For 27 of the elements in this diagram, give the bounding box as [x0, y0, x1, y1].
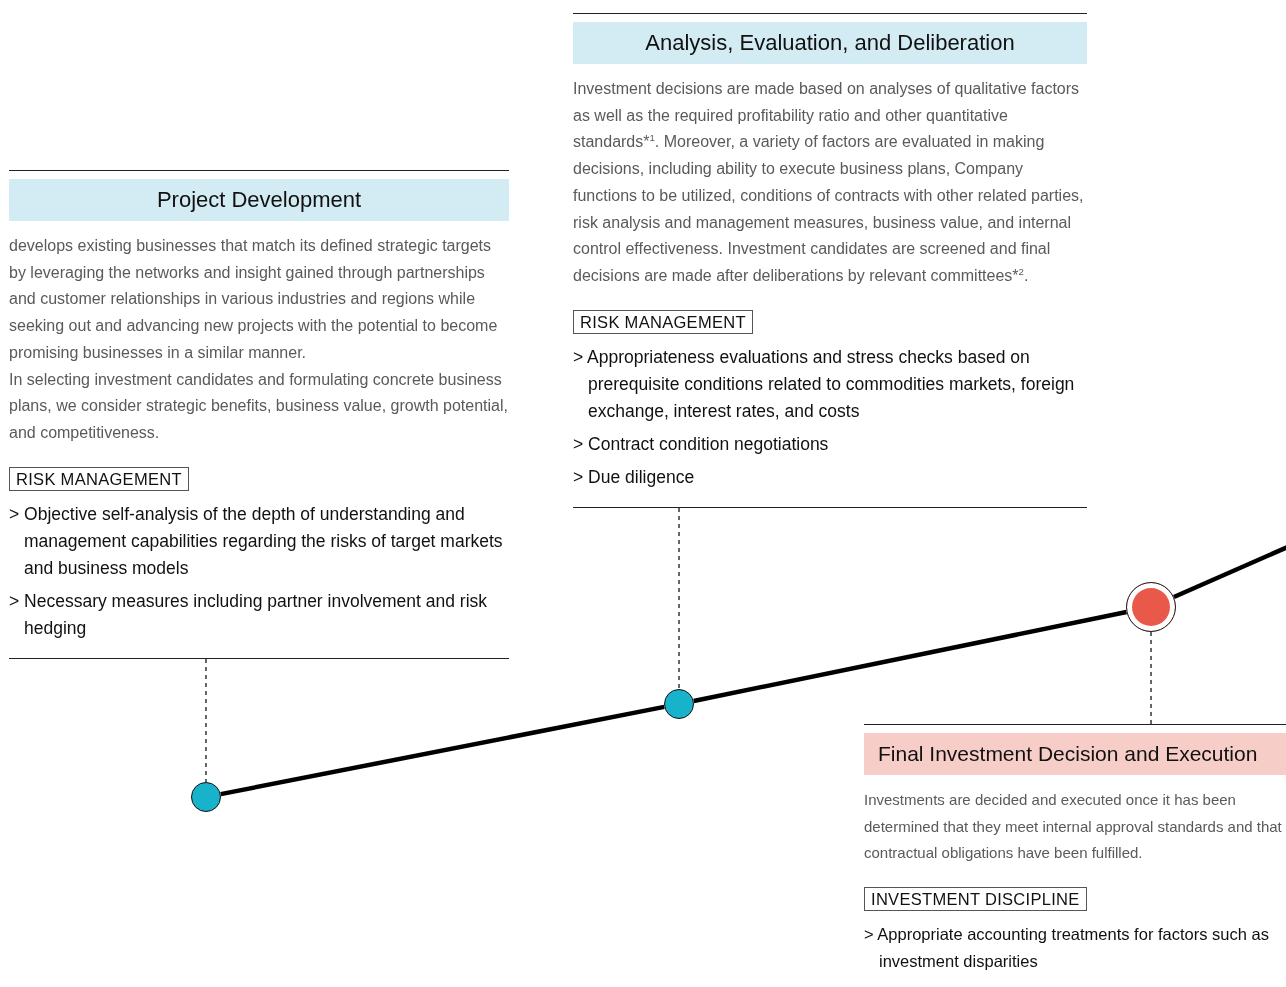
category-tag: RISK MANAGEMENT: [573, 309, 753, 334]
section-heading: Analysis, Evaluation, and Deliberation: [573, 22, 1087, 64]
section-heading: Final Investment Decision and Execution: [864, 733, 1286, 775]
milestone-marker: [1126, 582, 1176, 632]
description-text: In selecting investment candidates and formulating concrete business plans, we consider strategic benefits, business value, growth potential, and competitiveness.: [9, 369, 509, 443]
bullet-item: > Objective self-analysis of the depth of understanding and management capabilities regarding the risks of target markets and business models: [9, 502, 504, 580]
bullet-item: > Appropriateness evaluations and stress checks based on prerequisite conditions related to commodities markets, foreign exchange, interest rates, and costs: [573, 345, 1076, 423]
stage-marker: [664, 689, 694, 719]
section-panel: [9, 170, 509, 659]
timeline-line: [693, 609, 1127, 704]
description-text: develops existing businesses that match its defined strategic targets by leveraging the networks and insight gained through partnerships and customer relationships in various industries and regions while seeking out and advancing new projects with the potential to become promising businesses in a similar manner.: [9, 236, 499, 363]
section-panel: [573, 13, 1087, 508]
leader-line: [678, 507, 680, 690]
timeline-line: [1173, 543, 1286, 599]
bullet-item: > Appropriate accounting treatments for factors such as investment disparities: [864, 924, 1270, 973]
section-heading: Project Development: [9, 179, 509, 221]
timeline-line: [220, 704, 665, 797]
stage-marker: [191, 782, 221, 812]
bullet-item: > Contract condition negotiations: [573, 432, 830, 456]
bullet-item: > Necessary measures including partner involvement and risk hedging: [9, 589, 489, 640]
category-tag: RISK MANAGEMENT: [9, 466, 189, 491]
leader-line: [1150, 631, 1152, 725]
description-text: Investments are decided and executed once it has been determined that they meet internal approval standards and that contractual obligations have been fulfilled.: [864, 790, 1283, 864]
category-tag: INVESTMENT DISCIPLINE: [864, 887, 1087, 912]
leader-line: [205, 658, 207, 783]
bullet-item: > Due diligence: [573, 465, 696, 489]
description-text: Investment decisions are made based on analyses of qualitative factors as well as the required profitability ratio and other quantitative standards*$^{1}$. Moreover, a variety of factors are evaluated in making decisions, including ability to execute business plans, Company functions to be utilized, conditions of contracts with other related parties, risk analysis and management measures, business value, and internal control effectiveness. Investment candidates are screened and final decisions are made after deliberations by relevant committees*$^{2}$.: [573, 79, 1085, 286]
